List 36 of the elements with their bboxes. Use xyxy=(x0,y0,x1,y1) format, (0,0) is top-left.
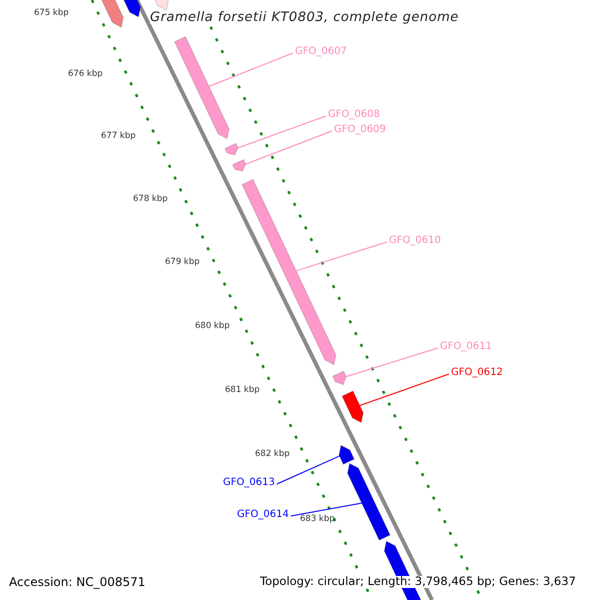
gene-label: GFO_0607 xyxy=(295,47,347,57)
gene-label: GFO_0614 xyxy=(237,510,289,520)
leader-line xyxy=(359,374,450,406)
map-title: Gramella forsetii KT0803, complete genome xyxy=(150,11,459,24)
gene-feature xyxy=(232,158,246,172)
gene-feature xyxy=(347,462,391,541)
scale-label: 682 kbp xyxy=(255,450,290,458)
accession-text: Accession: NC_008571 xyxy=(9,576,146,588)
leader-line xyxy=(296,242,388,272)
gene-feature xyxy=(241,178,336,366)
gene-label: GFO_0610 xyxy=(389,236,441,246)
gene-feature xyxy=(338,444,355,465)
scale-label: 681 kbp xyxy=(225,386,260,394)
leader-line xyxy=(290,502,362,516)
scale-label: 680 kbp xyxy=(195,322,230,330)
scale-label: 677 kbp xyxy=(101,132,136,140)
genome-info-text: Topology: circular; Length: 3,798,465 bp; Genes: 3,637 xyxy=(260,576,576,588)
gene-label: GFO_0612 xyxy=(451,368,503,378)
gene-feature xyxy=(174,36,230,140)
scale-label: 678 kbp xyxy=(133,195,168,204)
scale-label: 683 kbp xyxy=(300,515,335,524)
scale-label: 679 kbp xyxy=(165,258,200,266)
leader-line xyxy=(276,456,340,484)
gene-feature xyxy=(332,370,347,386)
gene-label: GFO_0609 xyxy=(334,125,386,135)
gene-label: GFO_0611 xyxy=(440,342,492,352)
gene-feature xyxy=(224,142,239,156)
scale-label: 676 kbp xyxy=(68,70,103,78)
gene-label: GFO_0613 xyxy=(223,478,275,488)
leader-line xyxy=(208,52,294,87)
leader-line xyxy=(238,116,326,148)
gene-label: GFO_0608 xyxy=(328,110,380,120)
leader-line xyxy=(346,348,438,378)
gene-feature xyxy=(341,390,364,424)
scale-label: 675 kbp xyxy=(34,9,69,18)
leader-line xyxy=(245,130,332,165)
